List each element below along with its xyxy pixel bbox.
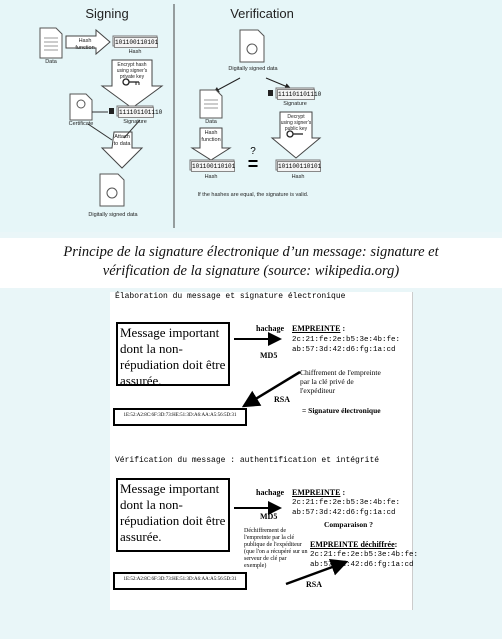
- elaboration-message-box: Message important dont la non-répudiatio…: [116, 322, 230, 388]
- signing-attach-label: Attach to data: [113, 134, 131, 147]
- verification-title-fr: Vérification du message : authentificati…: [115, 456, 380, 465]
- elaboration-empreinte-line2: ab:57:3d:42:d6:fg:1a:cd: [292, 346, 396, 354]
- verification-empreinte2-colon: :: [394, 540, 398, 549]
- signing-hash-value: 101100110101: [114, 37, 159, 48]
- hash-function-arrow: [65, 28, 111, 56]
- caption-line-2: vérification de la signature (source: wi…: [102, 263, 400, 279]
- french-diagram-arrows: [234, 332, 349, 586]
- signing-hash-function: Hash function: [75, 38, 95, 51]
- elaboration-signature-label: = Signature électronique: [302, 406, 381, 415]
- verification-comparaison: Comparaison ?: [324, 520, 373, 529]
- signing-certificate-label: Certificate: [68, 121, 94, 127]
- verification-equals: =: [247, 154, 259, 174]
- attach-arrow: [100, 131, 144, 169]
- verification-empreinte2-word: EMPREINTE déchiffrée: [310, 540, 395, 549]
- verification-lock-icon: [268, 90, 273, 96]
- verification-dechiffrement: Déchiffrement de l'empreinte par la clé …: [244, 528, 308, 569]
- caption: Principe de la signature électronique d’…: [0, 238, 502, 288]
- verification-hash-arrow: [190, 127, 232, 161]
- verification-decrypt-note: Decrypt using signer's public key: [280, 114, 312, 132]
- rsa-arrow-2: [285, 558, 349, 586]
- elaboration-md5: MD5: [260, 351, 278, 360]
- verification-empreinte-line2: ab:57:3d:42:d6:fg:1a:cd: [292, 509, 396, 517]
- verification-signature-value: 111101101110: [277, 89, 322, 100]
- verification-hash-right: 101100110101: [277, 161, 322, 172]
- verification-question: ?: [250, 146, 256, 157]
- verification-hachage: hachage: [256, 488, 284, 497]
- lock-icon: [109, 108, 114, 114]
- verification-empreinte-colon: :: [340, 488, 346, 497]
- verification-empreinte-word: EMPREINTE: [292, 488, 341, 497]
- elaboration-empreinte-word: EMPREINTE: [292, 324, 341, 333]
- certificate-icon: [69, 93, 93, 121]
- public-key-icon: [286, 130, 303, 138]
- elaboration-hachage: hachage: [256, 324, 284, 333]
- decrypt-arrow: [270, 111, 322, 159]
- signing-signature-value: 111101101110: [118, 107, 163, 118]
- verification-data-icon: [199, 89, 223, 119]
- signing-data-label: Data: [45, 59, 57, 65]
- signing-title: Signing: [85, 6, 129, 21]
- data-document-icon: [39, 27, 63, 59]
- signing-hash-label: Hash: [128, 49, 142, 55]
- verification-empreinte2-line1: 2c:21:fe:2e:b5:3e:4b:fe:: [310, 551, 419, 559]
- elaboration-chiffrement: Chiffrement de l'empreinte par la clé pr…: [300, 368, 381, 395]
- private-key-icon: [122, 78, 140, 86]
- elaboration-signature-hex: 1E:52:A2:8C:6F:3D:73:HE:51:3D:A6:AA:A5:5…: [113, 408, 247, 426]
- verification-empreinte-line1: 2c:21:fe:2e:b5:3e:4b:fe:: [292, 499, 401, 507]
- verification-signed-data-label: Digitally signed data: [228, 66, 278, 72]
- elaboration-rsa: RSA: [274, 395, 291, 404]
- caption-line-1: Principe de la signature électronique d’…: [63, 244, 439, 260]
- verification-footer: If the hashes are equal, the signature i…: [197, 192, 309, 198]
- signing-verification-diagram: Signing Verification Data Hash function …: [0, 0, 502, 232]
- elaboration-empreinte-colon: :: [340, 324, 346, 333]
- verification-data-label: Data: [205, 119, 217, 125]
- signing-encrypt-note: Encrypt hash using signer's private key: [116, 62, 148, 80]
- french-diagram-panel: Élaboration du message et signature élec…: [110, 292, 418, 610]
- verification-empreinte2-title: EMPREINTE déchiffrée:: [310, 540, 397, 549]
- elaboration-empreinte-line1: 2c:21:fe:2e:b5:3e:4b:fe:: [292, 336, 401, 344]
- verification-rsa: RSA: [306, 580, 323, 589]
- signing-signature-label: Signature: [123, 119, 147, 125]
- elaboration-title: Élaboration du message et signature élec…: [115, 292, 346, 301]
- verification-title: Verification: [230, 6, 294, 21]
- verification-empreinte-title: EMPREINTE :: [292, 488, 345, 497]
- encrypt-arrow: [100, 59, 164, 109]
- verification-hash-left: 101100110101: [191, 161, 236, 172]
- verification-hash-label-left: Hash: [204, 174, 218, 180]
- verification-signed-document-icon: [239, 29, 265, 63]
- verification-message-box: Message important dont la non-répudiatio…: [116, 478, 230, 552]
- signing-signed-data-label: Digitally signed data: [88, 212, 138, 218]
- rsa-arrow-1: [241, 370, 301, 408]
- signed-document-icon: [99, 173, 125, 207]
- verification-signature-hex: 1E:52:A2:8C:6F:3D:73:HE:51:3D:A6:AA:A5:5…: [113, 572, 247, 590]
- verification-empreinte2-line2: ab:57:3d:42:d6:fg:1a:cd: [310, 561, 414, 569]
- elaboration-empreinte-title: EMPREINTE :: [292, 324, 345, 333]
- verification-hash-label-right: Hash: [291, 174, 305, 180]
- verification-signature-label: Signature: [283, 101, 307, 107]
- verification-hash-function: Hash function: [201, 130, 221, 143]
- verification-md5: MD5: [260, 512, 278, 521]
